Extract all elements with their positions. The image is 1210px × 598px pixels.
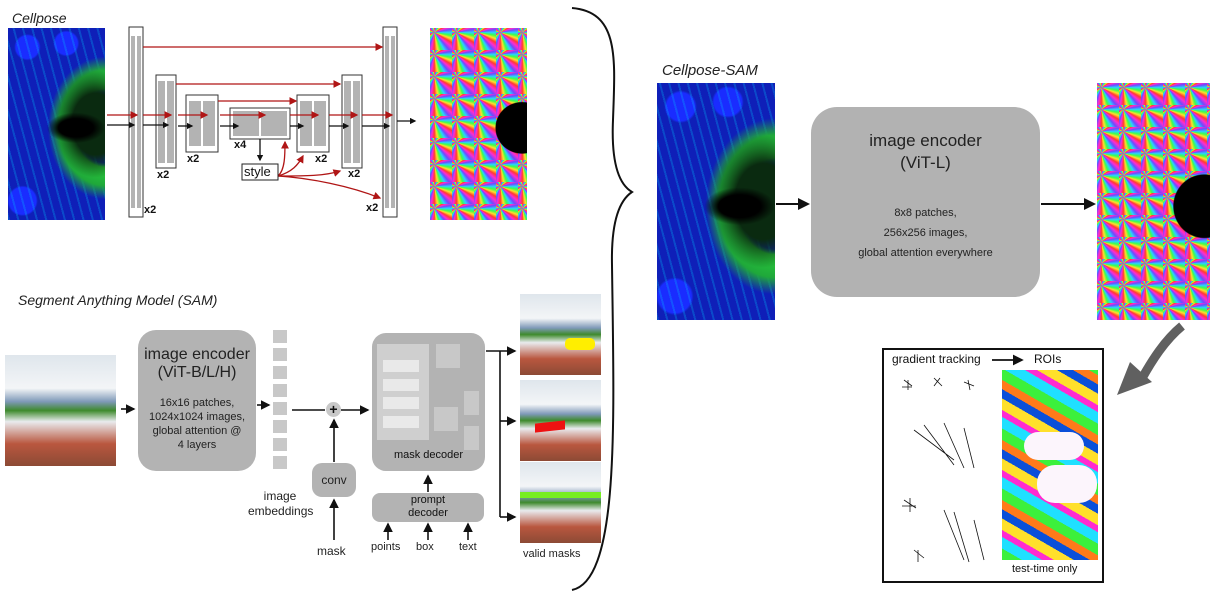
sam-image-encoder: image encoder (ViT-B/L/H) 16x16 patches,… bbox=[138, 330, 256, 471]
cellpose-sam-title: Cellpose-SAM bbox=[662, 62, 758, 79]
style-box bbox=[241, 163, 279, 181]
prompt-decoder-label: prompt bbox=[410, 494, 446, 506]
add-operator: + bbox=[326, 402, 341, 417]
valid-mask-3 bbox=[520, 462, 601, 543]
cp-sam-encoder-subtitle: (ViT-L) bbox=[900, 153, 951, 172]
arrowhead-icon bbox=[1117, 362, 1152, 395]
valid-mask-2 bbox=[520, 380, 601, 461]
prompt-box: box bbox=[416, 541, 434, 553]
brace-icon bbox=[571, 7, 634, 591]
image-embeddings-stack bbox=[273, 330, 287, 469]
cellpose-title: Cellpose bbox=[12, 10, 67, 26]
cp-sam-encoder-title: image encoder bbox=[869, 131, 982, 150]
embedding-square bbox=[273, 348, 287, 361]
sam-encoder-title: image encoder bbox=[144, 346, 250, 363]
multiplier-dec1: x2 bbox=[366, 202, 379, 214]
cellpose-input-image bbox=[8, 28, 105, 220]
valid-masks-label: valid masks bbox=[523, 548, 581, 560]
prompt-decoder: prompt decoder bbox=[372, 493, 484, 522]
gradient-arrow-icon bbox=[902, 354, 1024, 563]
mask-decoder-label: mask decoder bbox=[393, 449, 464, 461]
embedding-square bbox=[273, 384, 287, 397]
postprocess-panel: gradient tracking ROIs test-time only bbox=[882, 348, 1104, 583]
image-embeddings-label: image embeddings bbox=[248, 489, 314, 519]
multiplier-enc3: x2 bbox=[187, 153, 200, 165]
embedding-square bbox=[273, 330, 287, 343]
embedding-square bbox=[273, 456, 287, 469]
embeddings-label-line: image bbox=[263, 489, 297, 503]
embedding-square bbox=[273, 366, 287, 379]
rois-label: ROIs bbox=[1034, 352, 1062, 366]
multiplier-enc1: x2 bbox=[144, 204, 157, 216]
embedding-square bbox=[273, 438, 287, 451]
multiplier-dec3: x2 bbox=[315, 153, 328, 165]
cellpose-output-flows bbox=[430, 28, 527, 220]
down-arrow-icon bbox=[1136, 322, 1185, 385]
sam-encoder-detail: 16x16 patches, bbox=[159, 397, 235, 409]
sam-input-image bbox=[5, 355, 116, 466]
embeddings-label-line: embeddings bbox=[248, 504, 314, 518]
gradient-tracking-label: gradient tracking bbox=[892, 352, 981, 366]
skip-connections bbox=[107, 43, 394, 200]
mask-overlay-yellow bbox=[565, 338, 595, 350]
multiplier-dec2: x2 bbox=[348, 168, 361, 180]
mask-overlay-green bbox=[520, 492, 601, 498]
cp-sam-encoder-detail: 8x8 patches, bbox=[894, 207, 957, 219]
cellpose-sam-image-encoder: image encoder (ViT-L) 8x8 patches, 256x2… bbox=[811, 107, 1040, 297]
mask-input-label: mask bbox=[317, 544, 346, 558]
conv-block: conv bbox=[312, 463, 356, 497]
sam-encoder-subtitle: (ViT-B/L/H) bbox=[157, 364, 237, 381]
unet-block-dec2 bbox=[341, 74, 363, 169]
prompt-decoder-label: decoder bbox=[408, 507, 448, 519]
prompt-points: points bbox=[371, 541, 401, 553]
test-time-only-label: test-time only bbox=[1012, 563, 1078, 575]
unet-block-dec1 bbox=[382, 26, 398, 218]
cellpose-sam-output-flows bbox=[1097, 83, 1210, 320]
multiplier-enc2: x2 bbox=[157, 169, 170, 181]
sam-title: Segment Anything Model (SAM) bbox=[18, 292, 218, 308]
mask-decoder: mask decoder bbox=[372, 333, 485, 471]
gradient-tracks bbox=[902, 377, 985, 563]
sam-encoder-detail: 4 layers bbox=[177, 439, 217, 451]
sam-encoder-detail: global attention @ bbox=[152, 425, 242, 437]
valid-mask-1 bbox=[520, 294, 601, 375]
sam-encoder-detail: 1024x1024 images, bbox=[148, 411, 245, 423]
style-label: style bbox=[244, 164, 271, 179]
unet-block-enc2 bbox=[155, 74, 177, 169]
prompt-text: text bbox=[459, 541, 477, 553]
rois-image bbox=[1002, 370, 1098, 560]
cp-sam-encoder-detail: global attention everywhere bbox=[858, 247, 993, 259]
cp-sam-encoder-detail: 256x256 images, bbox=[883, 227, 968, 239]
forward-path bbox=[107, 117, 417, 162]
multiplier-bottleneck: x4 bbox=[234, 139, 247, 151]
embedding-square bbox=[273, 402, 287, 415]
cellpose-sam-input-image bbox=[657, 83, 775, 320]
embedding-square bbox=[273, 420, 287, 433]
